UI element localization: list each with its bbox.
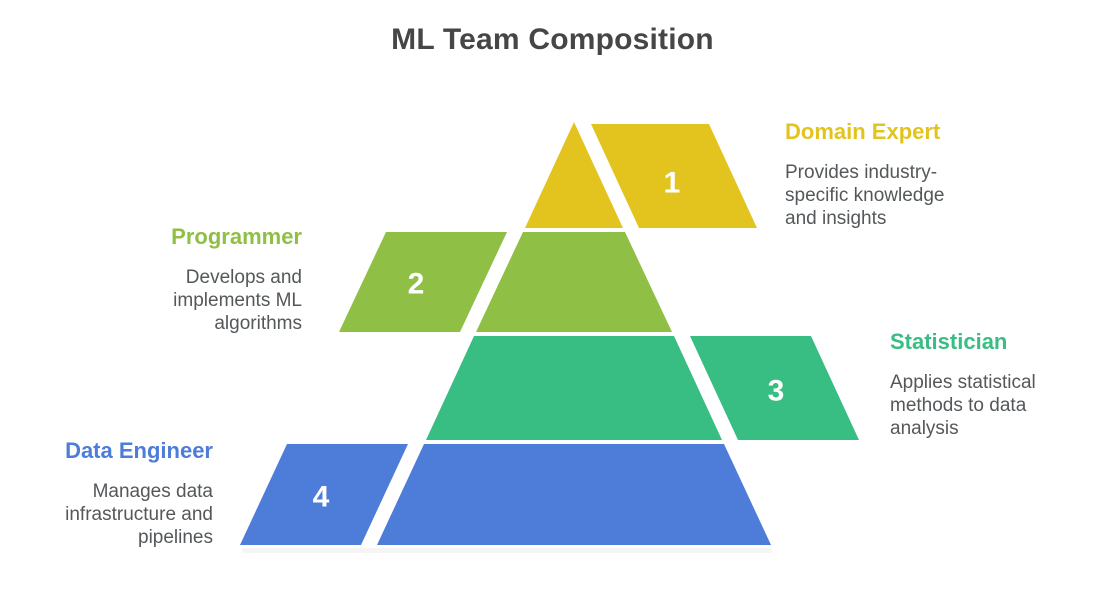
- level-2-tab: [339, 232, 507, 332]
- role-description-data-engineer: Manages data infrastructure and pipeline…: [18, 480, 213, 549]
- label-programmer: Programmer Develops and implements ML al…: [112, 224, 302, 335]
- desc-line: Applies statistical: [890, 372, 1036, 393]
- desc-line: methods to data: [890, 395, 1027, 416]
- desc-line: and insights: [785, 208, 887, 229]
- label-domain-expert: Domain Expert Provides industry- specifi…: [785, 119, 975, 230]
- level-4-segment: [377, 444, 771, 545]
- label-data-engineer: Data Engineer Manages data infrastructur…: [18, 438, 213, 549]
- desc-line: analysis: [890, 418, 959, 439]
- level-4-tab: [240, 444, 408, 545]
- desc-line: Provides industry-: [785, 162, 938, 183]
- level-1-tab: [591, 124, 757, 228]
- level-1-number: 1: [664, 167, 681, 200]
- role-description-domain-expert: Provides industry- specific knowledge an…: [785, 161, 975, 230]
- label-statistician: Statistician Applies statistical methods…: [890, 329, 1080, 440]
- desc-line: algorithms: [214, 313, 302, 334]
- level-2-number: 2: [408, 268, 425, 301]
- role-title-domain-expert: Domain Expert: [785, 119, 941, 144]
- level-2-segment: [476, 232, 672, 332]
- desc-line: Develops and: [185, 267, 302, 288]
- level-1-triangle: [525, 122, 623, 228]
- role-title-programmer: Programmer: [171, 224, 302, 249]
- level-3-tab: [690, 336, 859, 440]
- desc-line: Manages data: [92, 481, 213, 502]
- desc-line: specific knowledge: [785, 185, 945, 206]
- role-title-data-engineer: Data Engineer: [65, 438, 213, 463]
- level-3-segment: [426, 336, 722, 440]
- role-description-statistician: Applies statistical methods to data anal…: [890, 371, 1080, 440]
- desc-line: infrastructure and: [65, 504, 213, 525]
- page-title: ML Team Composition: [391, 23, 714, 56]
- desc-line: pipelines: [138, 527, 213, 548]
- role-title-statistician: Statistician: [890, 329, 1008, 354]
- level-4-number: 4: [313, 481, 330, 514]
- role-description-programmer: Develops and implements ML algorithms: [112, 266, 302, 335]
- desc-line: implements ML: [173, 290, 302, 311]
- level-3-number: 3: [768, 375, 785, 408]
- base-shadow: [242, 548, 772, 553]
